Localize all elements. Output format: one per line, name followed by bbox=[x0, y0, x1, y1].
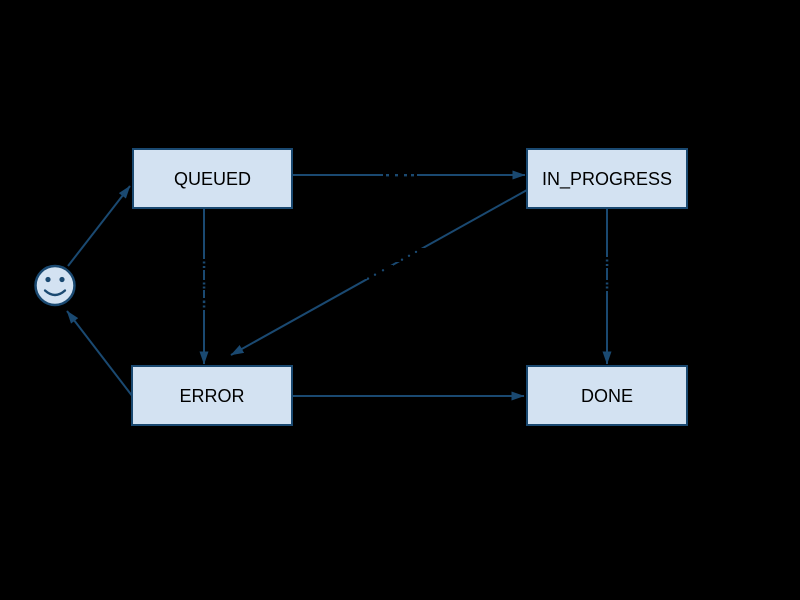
node-label-error: ERROR bbox=[179, 386, 244, 406]
edge-start-to-queued bbox=[67, 185, 131, 267]
state-node-error: ERROR bbox=[131, 365, 293, 426]
smiley-head bbox=[34, 264, 76, 307]
state-node-done: DONE bbox=[526, 365, 688, 426]
state-node-in-progress: IN_PROGRESS bbox=[526, 148, 688, 209]
edge-label-artifact-in-progress-done bbox=[600, 257, 614, 291]
node-label-done: DONE bbox=[581, 386, 633, 406]
edge-error-to-start bbox=[66, 310, 134, 398]
node-label-queued: QUEUED bbox=[174, 169, 251, 189]
node-label-in-progress: IN_PROGRESS bbox=[542, 169, 672, 190]
smiley-face-icon bbox=[34, 264, 76, 307]
edge-label-artifact-queued-error bbox=[197, 259, 211, 310]
edge-label-artifact-in-progress-error bbox=[363, 248, 425, 280]
edge-label-artifact-queued-in-progress bbox=[383, 168, 417, 182]
smiley-mouth bbox=[43, 289, 67, 297]
state-node-queued: QUEUED bbox=[132, 148, 293, 209]
smiley-left-eye bbox=[45, 276, 51, 283]
smiley-right-eye bbox=[59, 276, 65, 283]
